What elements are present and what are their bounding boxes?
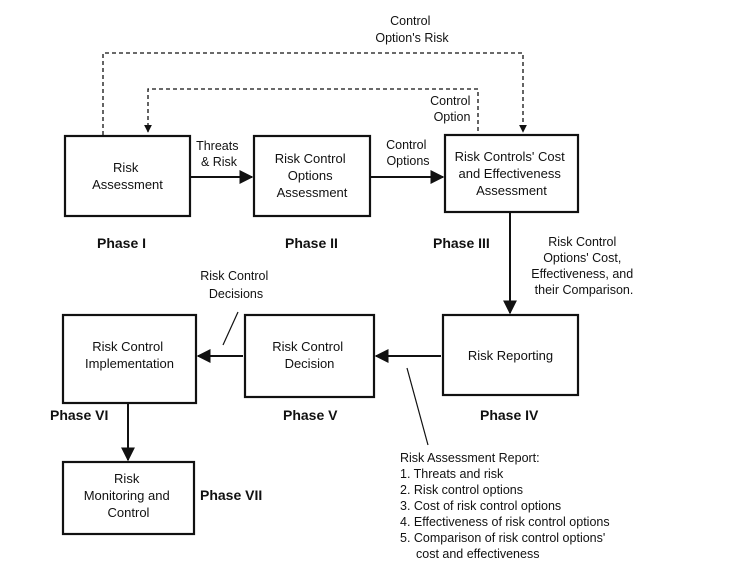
node-line: Risk bbox=[114, 471, 140, 486]
report-item: 3. Cost of risk control options bbox=[400, 499, 561, 513]
leader-risk-control-decisions bbox=[222, 311, 239, 346]
node-line: Control bbox=[108, 505, 150, 520]
phase-label-iv: Phase IV bbox=[480, 407, 539, 423]
node-line: Assessment bbox=[277, 185, 348, 200]
edge-label-control-options: Control Options bbox=[386, 138, 430, 168]
node-line: Risk Control bbox=[275, 151, 346, 166]
edge-dashed-control-options-risk bbox=[102, 52, 527, 135]
report-item: 1. Threats and risk bbox=[400, 467, 504, 481]
edge-label-control-option: Control Option bbox=[430, 94, 474, 124]
phase-label-v: Phase V bbox=[283, 407, 338, 423]
node-line: Risk Reporting bbox=[468, 348, 553, 363]
report-item: 2. Risk control options bbox=[400, 483, 523, 497]
phase-label-vi: Phase VI bbox=[50, 407, 108, 423]
node-line: Implementation bbox=[85, 356, 174, 371]
edge-label-options-cost-effectiveness: Risk Control Options' Cost, Effectivenes… bbox=[531, 235, 636, 297]
report-item: 5. Comparison of risk control options' bbox=[400, 531, 605, 545]
node-risk-reporting: Risk Reporting bbox=[441, 313, 580, 397]
node-risk-controls-cost-effectiveness-assessment: Risk Controls' Cost and Effectiveness As… bbox=[443, 133, 580, 214]
leader-risk-assessment-report bbox=[406, 367, 429, 446]
svg-text:Risk Monitoring and: Risk Monitoring and Control bbox=[84, 471, 174, 520]
phase-label-iii: Phase III bbox=[433, 235, 490, 251]
svg-text:Risk Control Options: Risk Control Options Assessment bbox=[275, 151, 349, 200]
edge-label-risk-control-decisions: Risk Control Decisions bbox=[200, 269, 272, 301]
svg-text:Risk Assessment: Risk Assessment bbox=[92, 160, 163, 192]
node-risk-assessment: Risk Assessment bbox=[63, 134, 192, 218]
node-line: Monitoring and bbox=[84, 488, 170, 503]
node-risk-control-decision: Risk Control Decision bbox=[243, 313, 376, 399]
node-line: Risk Control bbox=[272, 339, 343, 354]
phase-label-i: Phase I bbox=[97, 235, 146, 251]
edge-label-control-options-risk: Control Option's Risk bbox=[375, 14, 449, 45]
node-line: Risk bbox=[113, 160, 139, 175]
edge-dashed-control-option bbox=[144, 88, 479, 138]
svg-text:Risk Controls' Cost and: Risk Controls' Cost and Effectiveness As… bbox=[455, 149, 569, 198]
node-risk-control-implementation: Risk Control Implementation bbox=[61, 313, 198, 405]
risk-assessment-report: Risk Assessment Report: 1. Threats and r… bbox=[400, 451, 610, 561]
report-item-continuation: cost and effectiveness bbox=[416, 547, 539, 561]
edge-label-threats-risk: Threats & Risk bbox=[196, 139, 242, 169]
svg-text:Risk Control Implementat: Risk Control Implementation bbox=[85, 339, 174, 371]
phase-label-vii: Phase VII bbox=[200, 487, 262, 503]
report-item: 4. Effectiveness of risk control options bbox=[400, 515, 610, 529]
node-line: and Effectiveness bbox=[458, 166, 561, 181]
node-line: Assessment bbox=[92, 177, 163, 192]
node-risk-control-options-assessment: Risk Control Options Assessment bbox=[252, 134, 372, 218]
node-line: Risk Controls' Cost bbox=[455, 149, 566, 164]
node-line: Options bbox=[288, 168, 333, 183]
node-line: Decision bbox=[285, 356, 335, 371]
report-title: Risk Assessment Report: bbox=[400, 451, 540, 465]
node-line: Assessment bbox=[476, 183, 547, 198]
svg-text:Risk Reporting: Risk Reporting bbox=[468, 348, 553, 363]
phase-label-ii: Phase II bbox=[285, 235, 338, 251]
node-risk-monitoring-and-control: Risk Monitoring and Control bbox=[61, 460, 196, 536]
node-line: Risk Control bbox=[92, 339, 163, 354]
svg-text:Risk Control Decision: Risk Control Decision bbox=[272, 339, 346, 371]
